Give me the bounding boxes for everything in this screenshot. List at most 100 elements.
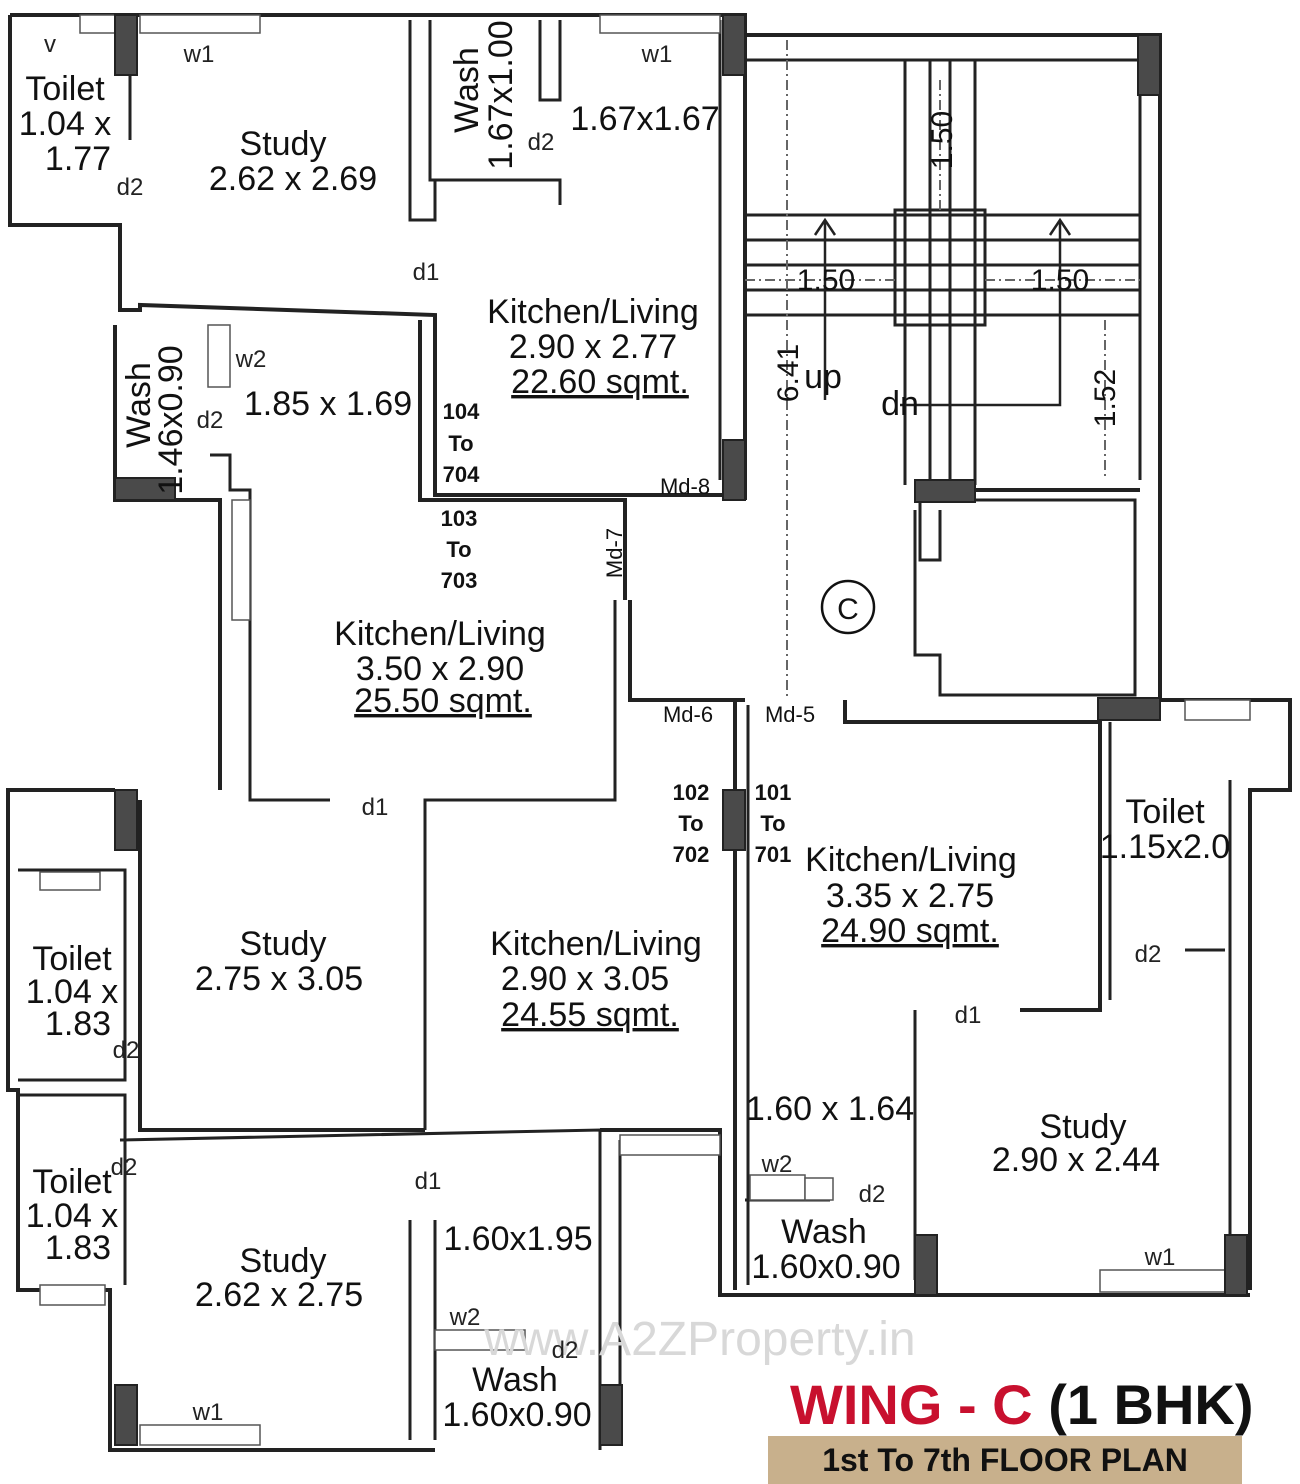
- main-door-label-md6: Md-6: [663, 702, 713, 727]
- unit103-kitchen-area: 25.50 sqmt.: [354, 682, 532, 720]
- unit104-kitchen-dims: 2.90 x 2.77: [509, 328, 677, 366]
- main-door-label-md8: Md-8: [660, 474, 710, 499]
- stair-landing-dim-top: 1.50: [926, 111, 959, 169]
- door-label-d2: d2: [1135, 941, 1162, 968]
- unit101-wash-dims: 1.60x0.90: [751, 1248, 900, 1286]
- walls: [6, 13, 1292, 1452]
- door-label-d2: d2: [859, 1181, 886, 1208]
- window-label-w2: w2: [761, 1151, 793, 1178]
- unit102-toilet-dim2: 1.83: [45, 1229, 111, 1267]
- windows: [39, 14, 1251, 1446]
- unit103-study-name: Study: [240, 925, 327, 963]
- door-label-d2: d2: [197, 407, 224, 434]
- unit102-kitchen-area: 24.55 sqmt.: [501, 996, 679, 1034]
- unit104-wash-dims: 1.67x1.00: [482, 20, 520, 169]
- door-label-d1: d1: [413, 259, 440, 286]
- door-label-d1: d1: [415, 1168, 442, 1195]
- wing-mark-letter: C: [837, 593, 859, 626]
- unit104-study-name: Study: [240, 125, 327, 163]
- unit103-toilet-name: Toilet: [32, 940, 112, 978]
- unit101-toilet-name: Toilet: [1125, 793, 1205, 831]
- stair-arrows: [813, 217, 1072, 407]
- stair-down-label: dn: [881, 385, 919, 423]
- unit103-study-dims: 2.75 x 3.05: [195, 960, 363, 998]
- flat-number-101-to: To: [760, 811, 785, 836]
- unit102-kitchen-name: Kitchen/Living: [490, 925, 702, 963]
- door-label-d2: d2: [552, 1337, 579, 1364]
- unit101-kitchen-name: Kitchen/Living: [805, 841, 1017, 879]
- flat-number-103-from: 103: [441, 506, 478, 531]
- stair-width-dim-left: 1.50: [797, 264, 855, 297]
- wing-title: WING - C (1 BHK): [790, 1372, 1254, 1437]
- flat-number-104-from: 104: [443, 399, 480, 424]
- unit102-kitchen-dims: 2.90 x 3.05: [501, 960, 669, 998]
- flat-number-103-to: To: [446, 537, 471, 562]
- unit103-kitchen-name: Kitchen/Living: [334, 615, 546, 653]
- columns: [114, 14, 1248, 1446]
- unit104-toilet-dim2: 1.77: [45, 140, 111, 178]
- unit102-wash-name: Wash: [472, 1361, 558, 1399]
- window-label-w1: w1: [192, 1399, 224, 1426]
- unit101-study-dims: 2.90 x 2.44: [992, 1141, 1160, 1179]
- unit104-study-dims: 2.62 x 2.69: [209, 160, 377, 198]
- flat-number-102-from: 102: [673, 780, 710, 805]
- door-window-tags: v w1 w1 d2 d2 d1 w2 d2 d1 d2 d2 d1 w2 d2…: [44, 31, 1175, 1426]
- unit104-wash-name: Wash: [448, 47, 486, 133]
- window-label-w1: w1: [1144, 1244, 1176, 1271]
- unit101-wash-name: Wash: [781, 1213, 867, 1251]
- unit104-kitchen-area: 22.60 sqmt.: [511, 363, 689, 401]
- floor-range-banner: 1st To 7th FLOOR PLAN: [768, 1436, 1242, 1484]
- stair-up-label: up: [804, 358, 842, 396]
- unit104-toilet-name: Toilet: [25, 70, 105, 108]
- window-label-w1: w1: [641, 41, 673, 68]
- unit101-balcony-dims: 1.60 x 1.64: [746, 1090, 914, 1128]
- door-label-d2: d2: [113, 1037, 140, 1064]
- door-label-d1: d1: [362, 794, 389, 821]
- unit102-study-dims: 2.62 x 2.75: [195, 1276, 363, 1314]
- unit104-balcony-dims: 1.67x1.67: [570, 100, 719, 138]
- flat-number-104-end: 704: [443, 462, 480, 487]
- unit103-wash-dims: 1.46x0.90: [152, 345, 190, 494]
- unit104-toilet-dim1: 1.04 x: [19, 105, 112, 143]
- unit102-toilet-name: Toilet: [32, 1163, 112, 1201]
- unit101-kitchen-dims: 3.35 x 2.75: [826, 877, 994, 915]
- window-label-w1: w1: [183, 41, 215, 68]
- door-label-d2: d2: [117, 174, 144, 201]
- unit104-kitchen-name: Kitchen/Living: [487, 293, 699, 331]
- door-label-d2: d2: [111, 1154, 138, 1181]
- stair-total-dim: 6.41: [772, 344, 805, 402]
- unit103-toilet-dim1: 1.04 x: [26, 973, 119, 1011]
- unit101-kitchen-area: 24.90 sqmt.: [821, 912, 999, 950]
- stair-width-dim-right: 1.50: [1031, 264, 1089, 297]
- unit103-toilet-dim2: 1.83: [45, 1005, 111, 1043]
- window-label-w2: w2: [235, 346, 267, 373]
- unit101-toilet-dims: 1.15x2.0: [1100, 828, 1230, 866]
- unit103-wash-name: Wash: [120, 362, 158, 448]
- door-label-d2: d2: [528, 129, 555, 156]
- watermark: www.A2ZProperty.in: [483, 1313, 915, 1366]
- unit102-toilet-dim1: 1.04 x: [26, 1197, 119, 1235]
- flat-number-102-to: To: [678, 811, 703, 836]
- unit102-wash-dims: 1.60x0.90: [442, 1396, 591, 1434]
- unit102-study-name: Study: [240, 1242, 327, 1280]
- unit103-balcony-dims: 1.85 x 1.69: [244, 385, 412, 423]
- wing-name: WING - C: [790, 1373, 1033, 1436]
- flat-number-101-end: 701: [755, 842, 792, 867]
- main-door-label-md7: Md-7: [602, 528, 627, 578]
- flat-number-103-end: 703: [441, 568, 478, 593]
- staircase: [745, 60, 1140, 485]
- unit102-balcony-dims: 1.60x1.95: [443, 1220, 592, 1258]
- stair-landing-dim-right: 1.52: [1089, 369, 1122, 427]
- unit-type: (1 BHK): [1048, 1373, 1254, 1436]
- door-label-d1: d1: [955, 1002, 982, 1029]
- flat-number-104-to: To: [448, 431, 473, 456]
- dimension-lines: [745, 40, 1140, 700]
- flat-number-102-end: 702: [673, 842, 710, 867]
- down-arrow: [900, 220, 1062, 407]
- wing-mark-circle: [820, 579, 876, 635]
- vent-label: v: [44, 31, 56, 58]
- unit101-study-name: Study: [1040, 1108, 1127, 1146]
- window-label-w2: w2: [449, 1304, 481, 1331]
- flat-number-101-from: 101: [755, 780, 792, 805]
